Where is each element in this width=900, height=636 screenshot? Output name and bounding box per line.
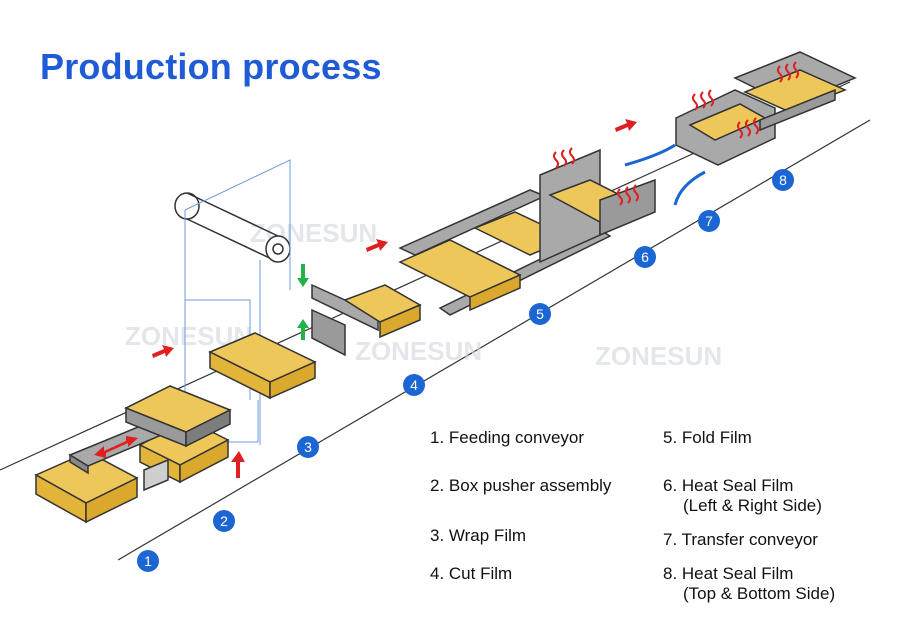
legend-item-3: 3. Wrap Film: [430, 526, 527, 545]
right-arrow-icon: [366, 239, 388, 252]
heat-icon: [777, 61, 799, 83]
heat-icon: [617, 184, 639, 206]
step-badge-number: 7: [705, 213, 713, 229]
step-badge-3: [297, 436, 319, 458]
step-badge-4: [403, 374, 425, 396]
page-title: Production process: [40, 46, 382, 87]
fold-film-unit: [398, 189, 612, 316]
cut-film-unit: [311, 283, 422, 357]
flow-arrows: [94, 119, 637, 478]
step-badges: 1 2 3 4 5 6 7 8: [137, 169, 794, 572]
legend-item-6: 6. Heat Seal Film(Left & Right Side): [663, 476, 822, 515]
right-arrow-icon: [615, 119, 637, 132]
heat-icons: [553, 61, 799, 206]
legend-item-8: 8. Heat Seal Film(Top & Bottom Side): [663, 564, 836, 603]
up-arrow-icon: [297, 319, 309, 340]
cut-arrows: [297, 264, 309, 340]
transfer-film: [624, 143, 706, 206]
step-badge-number: 6: [641, 249, 649, 265]
wrap-box: [208, 332, 317, 400]
watermark-text: ZONESUN: [595, 341, 722, 371]
step-badge-7: [698, 210, 720, 232]
down-arrow-icon: [297, 264, 309, 287]
step-badge-number: 5: [536, 306, 544, 322]
heat-icon: [737, 117, 759, 139]
right-arrow-icon: [152, 345, 174, 358]
step-badge-number: 2: [220, 513, 228, 529]
step-badge-number: 4: [410, 377, 418, 393]
step-badge-2: [213, 510, 235, 532]
up-arrow-icon: [231, 451, 245, 478]
double-arrow-icon: [94, 436, 138, 458]
legend-item-1: 1. Feeding conveyor: [430, 428, 585, 447]
step-badge-1: [137, 550, 159, 572]
legend-item-5: 5. Fold Film: [663, 428, 752, 447]
legend-item-4: 4. Cut Film: [430, 564, 513, 583]
watermark-text: ZONESUN: [355, 336, 482, 366]
step-badge-6: [634, 246, 656, 268]
legend-item-2: 2. Box pusher assembly: [430, 476, 612, 495]
step-badge-number: 1: [144, 553, 152, 569]
film-roll: [174, 192, 291, 263]
step-badge-number: 3: [304, 439, 312, 455]
side-seal-unit: [539, 148, 656, 264]
heat-icon: [553, 147, 575, 169]
step-badge-8: [772, 169, 794, 191]
step-badge-number: 8: [779, 172, 787, 188]
heat-icon: [692, 89, 714, 111]
top-bottom-seal-unit: [675, 51, 857, 166]
legend-item-7: 7. Transfer conveyor: [663, 530, 818, 549]
step-badge-5: [529, 303, 551, 325]
